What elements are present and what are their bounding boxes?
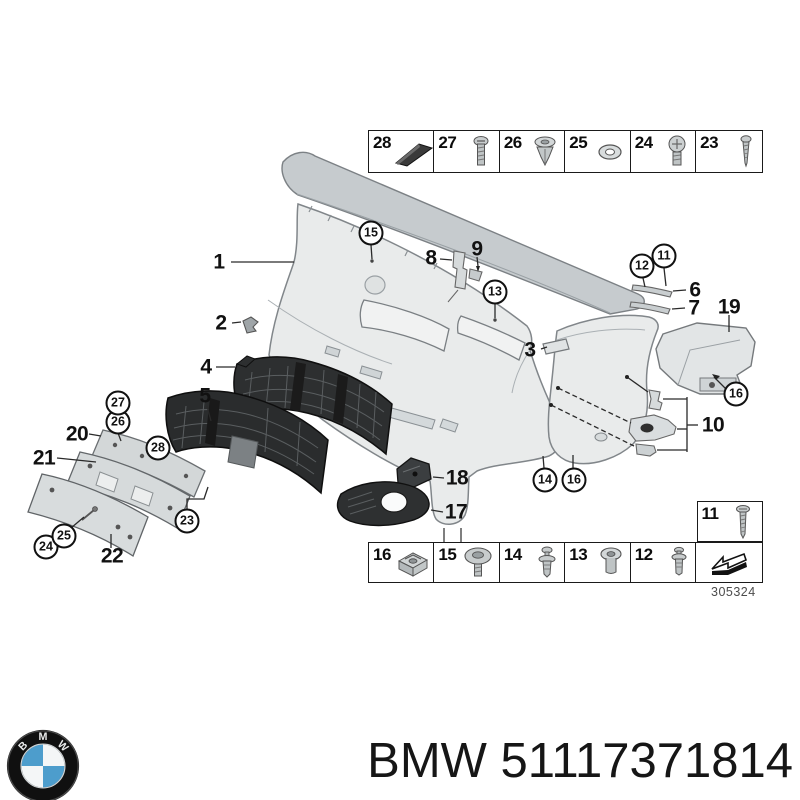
- callout-2[interactable]: 2: [215, 311, 227, 335]
- callout-22[interactable]: 22: [100, 544, 124, 568]
- fastener-cell-12[interactable]: 12: [631, 543, 697, 582]
- trim-strip-6: [631, 284, 673, 298]
- pan-head-screw-icon: [473, 135, 489, 165]
- callout-circled-13[interactable]: 13: [482, 279, 508, 305]
- long-screw-icon: [735, 505, 750, 540]
- expanding-clip-icon: [534, 136, 556, 166]
- callout-circled-16[interactable]: 16: [723, 381, 749, 407]
- fastener-cell-14[interactable]: 14: [500, 543, 566, 582]
- fastener-number: 27: [438, 133, 457, 152]
- cover-3: [542, 338, 570, 355]
- callout-circled-23[interactable]: 23: [174, 508, 200, 534]
- bracket-8: [447, 250, 468, 303]
- callout-circled-12[interactable]: 12: [629, 253, 655, 279]
- cover-2: [242, 316, 259, 334]
- callout-3[interactable]: 3: [524, 338, 536, 362]
- fastener-cell-28[interactable]: 28: [369, 131, 435, 172]
- callout-circled-27[interactable]: 27: [105, 390, 131, 416]
- fastener-cell-16[interactable]: 16: [369, 543, 435, 582]
- blind-rivet-icon: [671, 546, 687, 576]
- fastener-number: 25: [569, 133, 588, 152]
- dome-screw-icon: [668, 135, 686, 165]
- washer-icon: [598, 143, 622, 160]
- callout-10[interactable]: 10: [701, 413, 725, 437]
- fastener-cell-15[interactable]: 15: [434, 543, 500, 582]
- fastener-cell-23[interactable]: 23: [696, 131, 761, 172]
- fastener-cell-25[interactable]: 25: [565, 131, 631, 172]
- fastener-number: 26: [503, 133, 522, 152]
- clip-9: [468, 268, 483, 282]
- plate-bracket-22: [27, 473, 149, 557]
- callout-17[interactable]: 17: [444, 500, 468, 524]
- fastener-number: 15: [438, 545, 457, 564]
- fastener-number: 13: [569, 545, 588, 564]
- grommet-icon: [600, 546, 622, 574]
- fastener-number: 28: [373, 133, 391, 152]
- bracket-cluster-10: [628, 389, 677, 457]
- callout-5[interactable]: 5: [199, 384, 211, 408]
- tapping-screw-icon: [740, 134, 752, 168]
- callout-circled-15[interactable]: 15: [358, 220, 384, 246]
- adhesive-strip-icon: [395, 142, 434, 167]
- diagram-number: 305324: [711, 585, 756, 599]
- callout-6[interactable]: 6: [689, 278, 701, 302]
- bmw-logo[interactable]: B M W: [4, 727, 82, 800]
- fastener-number: 24: [634, 133, 653, 152]
- washer-bracket-19: [655, 322, 756, 395]
- trim-strip-7: [629, 301, 671, 315]
- fastener-cell-26[interactable]: 26: [500, 131, 566, 172]
- fog-grille-17: [336, 481, 430, 527]
- callout-9[interactable]: 9: [471, 237, 483, 261]
- fastener-cell-11[interactable]: 11: [696, 501, 763, 542]
- bumper-cover: [267, 202, 563, 545]
- part-number-title[interactable]: BMW 51117371814: [367, 734, 793, 788]
- fastener-table-top: 28 27 26 25: [368, 130, 763, 173]
- callout-circled-14[interactable]: 14: [532, 467, 558, 493]
- fastener-number: 16: [373, 545, 391, 564]
- callout-21[interactable]: 21: [32, 446, 56, 470]
- fastener-number: 12: [634, 545, 653, 564]
- plate-bracket-21: [66, 451, 191, 529]
- callout-circled-24[interactable]: 24: [33, 534, 59, 560]
- callout-circled-11[interactable]: 11: [651, 243, 677, 269]
- callout-7[interactable]: 7: [688, 296, 700, 320]
- callout-8[interactable]: 8: [425, 246, 437, 270]
- fastener-cell-27[interactable]: 27: [434, 131, 500, 172]
- logo-letter-m: M: [39, 731, 48, 743]
- direction-arrow-icon: [711, 552, 747, 575]
- callout-1[interactable]: 1: [213, 250, 225, 274]
- bumper-top-strip: [281, 151, 645, 315]
- leader-lines: [52, 244, 730, 548]
- callout-20[interactable]: 20: [65, 422, 89, 446]
- cage-nut-icon: [398, 551, 429, 577]
- callout-circled-28[interactable]: 28: [145, 435, 171, 461]
- fastener-cell-24[interactable]: 24: [631, 131, 697, 172]
- fastener-table-bottom: 16 15 14: [368, 542, 763, 583]
- callout-19[interactable]: 19: [717, 295, 741, 319]
- bumper-corner-piece: [547, 314, 659, 465]
- callout-4[interactable]: 4: [200, 355, 212, 379]
- leader-dots: [476, 266, 720, 407]
- fastener-number: 14: [503, 545, 522, 564]
- expansion-rivet-icon: [538, 546, 556, 578]
- callout-18[interactable]: 18: [445, 466, 469, 490]
- fastener-number: 23: [700, 133, 719, 152]
- fastener-number: 11: [701, 504, 719, 523]
- push-rivet-large-icon: [464, 546, 492, 576]
- grille-5: [165, 390, 329, 495]
- fastener-cell-13[interactable]: 13: [565, 543, 631, 582]
- direction-arrow-cell: [696, 543, 761, 582]
- callout-circled-16[interactable]: 16: [561, 467, 587, 493]
- callout-circled-25[interactable]: 25: [51, 523, 77, 549]
